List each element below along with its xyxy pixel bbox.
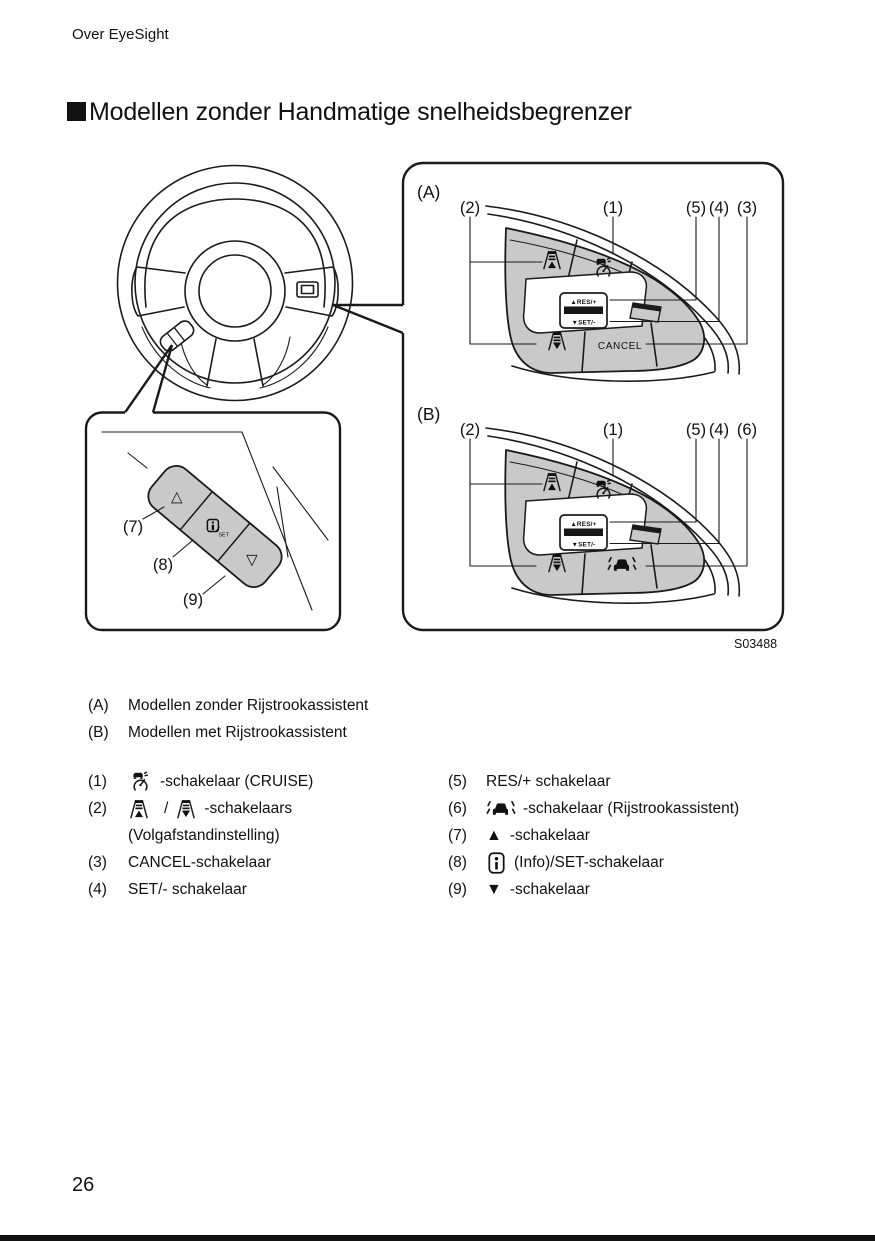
legend-model-a-text: Modellen zonder Rijstrookassistent: [128, 696, 369, 714]
legend-item-4: (4) SET/- schakelaar: [88, 876, 443, 903]
panel-b-diagram: (B) (2) (1) (5) (4) (6): [417, 404, 757, 603]
stalk-set-label: SET: [218, 533, 229, 539]
triangle-down-icon: ▼: [486, 880, 502, 898]
section-marker-icon: [67, 102, 86, 121]
legend-item-9: (9) ▼ -schakelaar: [448, 876, 848, 903]
legend-item-text: CANCEL-schakelaar: [128, 853, 271, 871]
stalk-down-button-glyph: ▽: [246, 551, 258, 568]
page-number: 26: [72, 1174, 95, 1196]
legend-model-b-key: (B): [88, 724, 109, 742]
legend-item-text: -schakelaars: [204, 799, 293, 817]
panel-a-callout-5: (5): [686, 199, 706, 217]
panels-box: (A) (2) (1) (5) (4) (3) CANCEL (B) (2) (…: [401, 161, 785, 632]
legend-item-number: (5): [448, 772, 467, 790]
triangle-up-icon: ▲: [486, 826, 502, 844]
model-legend: (A) Modellen zonder Rijstrookassistent (…: [88, 692, 648, 747]
panel-b-callout-4: (4): [709, 421, 729, 439]
page-title: Modellen zonder Handmatige snelheidsbegr…: [67, 98, 632, 127]
legend-item-number: (2): [88, 799, 107, 817]
panel-a-callout-2: (2): [460, 199, 480, 217]
legend-item-8: (8) (Info)/SET-schakelaar: [448, 849, 848, 876]
legend-model-a: (A) Modellen zonder Rijstrookassistent: [88, 692, 648, 720]
panel-a-label: (A): [417, 182, 440, 202]
callout-pointer-to-inset: [124, 344, 174, 414]
legend-item-1: (1) -schakelaar (CRUISE): [88, 768, 443, 795]
steering-wheel: [116, 164, 354, 402]
legend-item-number: (6): [448, 799, 467, 817]
legend-item-number: (4): [88, 880, 107, 898]
legend-item-2: (2) / -schakelaars: [88, 795, 443, 822]
turn-signal-stalk: [159, 320, 195, 352]
legend-item-number: (3): [88, 853, 107, 871]
legend-item-number: (7): [448, 826, 467, 844]
wheel-switch-location: [296, 281, 319, 298]
figure-code: S03488: [734, 637, 778, 651]
cruise-switch-icon: [128, 770, 153, 793]
legend-item-6: (6) -schakelaar (Rijstrookassistent): [448, 795, 848, 822]
panel-b-callout-6: (6): [737, 421, 757, 439]
stalk-inset-box: △ SET ▽ (7) (8) (9): [84, 411, 342, 632]
legend-item-number: (9): [448, 880, 467, 898]
lane-assist-switch-icon: [486, 799, 516, 818]
legend-model-b: (B) Modellen met Rijstrookassistent: [88, 720, 648, 748]
panel-b-callout-1: (1): [603, 421, 623, 439]
legend-model-a-key: (A): [88, 696, 109, 714]
footer-bar: [0, 1235, 875, 1241]
legend-item-text: (Volgafstandinstelling): [128, 826, 280, 844]
panel-a-callout-1: (1): [603, 199, 623, 217]
legend-left-column: (1) -schakelaar (CRUISE) (2) / -schakela…: [88, 768, 443, 903]
page-title-text: Modellen zonder Handmatige snelheidsbegr…: [89, 98, 632, 126]
legend-item-number: (1): [88, 772, 107, 790]
legend-item-separator: /: [164, 799, 169, 817]
callout-8: (8): [153, 556, 173, 574]
stalk-info-set-button-icon: SET: [206, 518, 230, 539]
callout-9: (9): [183, 591, 203, 609]
legend-item-2-continued: (Volgafstandinstelling): [88, 822, 443, 849]
panel-b-label: (B): [417, 404, 440, 424]
panel-a-diagram: (A) (2) (1) (5) (4) (3) CANCEL: [417, 182, 757, 381]
callout-7: (7): [123, 518, 143, 536]
legend-item-3: (3) CANCEL-schakelaar: [88, 849, 443, 876]
stalk-up-button-glyph: △: [171, 488, 183, 505]
legend-item-5: (5) RES/+ schakelaar: [448, 768, 848, 795]
distance-up-icon: [128, 798, 150, 820]
running-header: Over EyeSight: [72, 26, 169, 43]
legend-item-text: -schakelaar: [509, 826, 590, 844]
cancel-button-label: CANCEL: [598, 341, 642, 352]
callout-pointer-to-panels: [332, 303, 404, 335]
legend-item-text: SET/- schakelaar: [128, 880, 247, 898]
legend-item-text: RES/+ schakelaar: [486, 772, 611, 790]
info-icon: [486, 851, 507, 875]
legend-item-text: -schakelaar: [509, 880, 590, 898]
legend-item-text: -schakelaar (CRUISE): [160, 772, 314, 790]
legend-item-text: -schakelaar (Rijstrookassistent): [523, 799, 740, 817]
distance-down-icon: [175, 798, 197, 820]
panel-b-callout-2: (2): [460, 421, 480, 439]
legend-item-text: (Info)/SET-schakelaar: [514, 853, 664, 871]
legend-model-b-text: Modellen met Rijstrookassistent: [128, 724, 347, 742]
panel-a-callout-4: (4): [709, 199, 729, 217]
legend-right-column: (5) RES/+ schakelaar (6) -schakelaar (Ri…: [448, 768, 848, 903]
panel-a-callout-3: (3): [737, 199, 757, 217]
legend-item-7: (7) ▲ -schakelaar: [448, 822, 848, 849]
figure-diagram: ▲RES/+ ▼SET/-: [84, 161, 785, 632]
stalk-button-pad: △ SET ▽: [147, 465, 283, 588]
panel-b-callout-5: (5): [686, 421, 706, 439]
legend-item-number: (8): [448, 853, 467, 871]
